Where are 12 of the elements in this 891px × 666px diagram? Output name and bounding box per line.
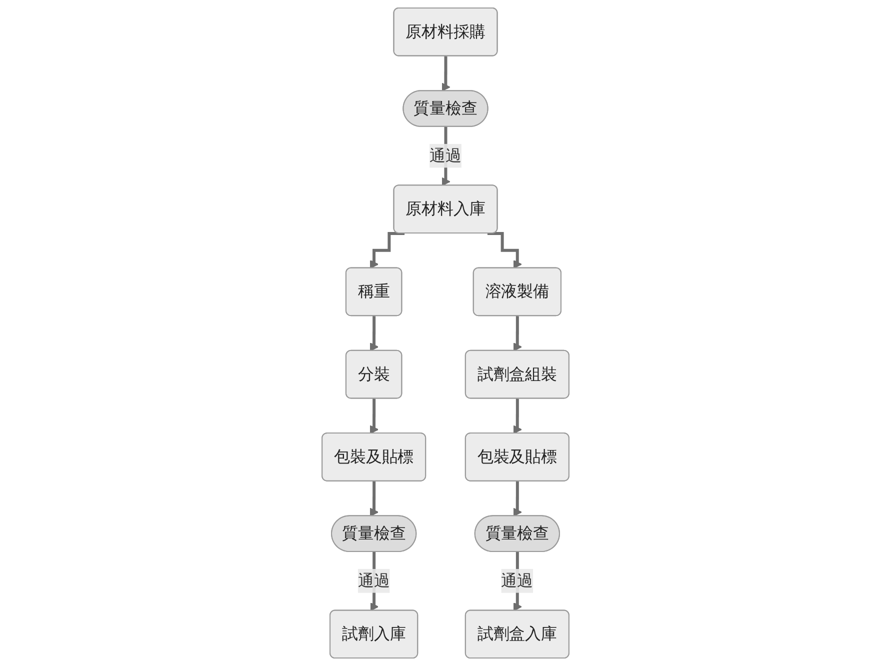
arrow — [370, 314, 379, 352]
arrow — [513, 397, 522, 434]
arrow — [513, 480, 522, 517]
arrow — [442, 54, 450, 92]
arrow — [487, 232, 522, 269]
edge-label: 通過 — [430, 146, 462, 165]
edge-label: 通過 — [501, 570, 534, 590]
edge-label: 通過 — [358, 570, 390, 590]
arrow — [513, 314, 522, 352]
arrow — [370, 480, 379, 517]
arrow — [370, 397, 379, 434]
arrow — [370, 232, 405, 269]
